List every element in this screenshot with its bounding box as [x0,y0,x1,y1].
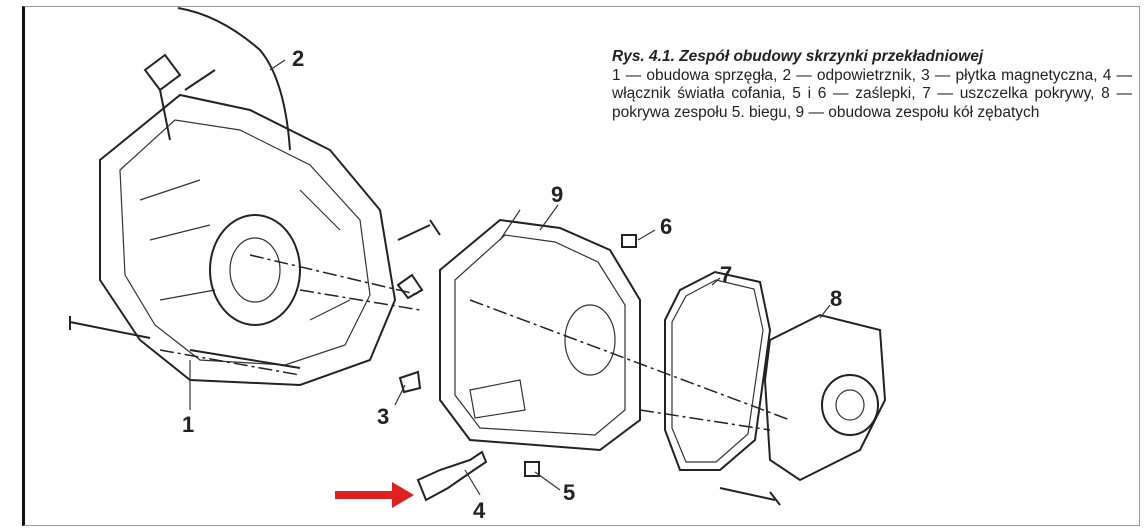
label-9: 9 [551,182,563,207]
label-4: 4 [473,498,486,523]
label-5: 5 [563,480,575,505]
label-2: 2 [292,46,304,71]
label-6: 6 [660,214,672,239]
reverse-light-switch-part [416,450,488,502]
plug-5-part [524,461,540,477]
caption-title: Rys. 4.1. Zespół obudowy skrzynki przekł… [612,48,984,65]
caption-body: 1 — obudowa sprzęgła, 2 — odpowietrznik,… [612,66,1132,121]
gear-housing-part [396,209,641,452]
label-1: 1 [182,412,194,437]
figure-frame [22,6,1140,526]
clutch-housing-part [69,7,397,387]
cover-gasket-part [664,270,772,471]
label-3: 3 [377,404,389,429]
label-7: 7 [720,262,732,287]
label-8: 8 [830,286,842,311]
red-arrow-indicator [335,482,414,508]
plug-6-part [621,234,637,248]
cover-part [719,313,887,506]
figure-caption: Rys. 4.1. Zespół obudowy skrzynki przekł… [612,48,1132,122]
